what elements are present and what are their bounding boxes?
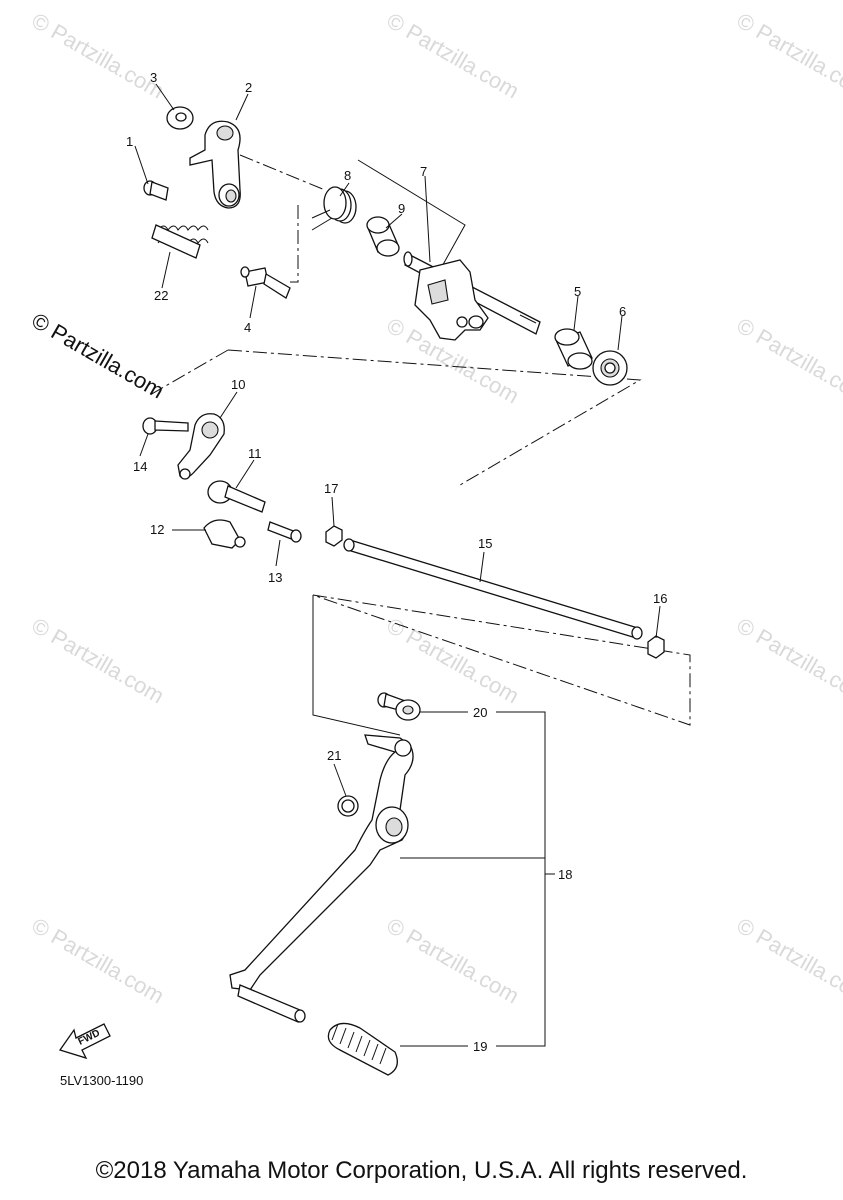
diagram-code: 5LV1300-1190 [60,1073,143,1088]
callout-6: 6 [619,304,626,319]
part-19-foot-rubber [327,1022,398,1076]
callout-3: 3 [150,70,157,85]
callout-9: 9 [398,201,405,216]
part-14-bolt [142,417,189,435]
watermark: © Partzilla.com [733,913,843,1009]
callout-4: 4 [244,320,251,335]
part-15-shift-rod [343,538,643,640]
part-12-cover [203,519,246,549]
watermark: © Partzilla.com [733,8,843,104]
callout-10: 10 [231,377,245,392]
callout-13: 13 [268,570,282,585]
callout-14: 14 [133,459,147,474]
part-3-washer [166,106,194,130]
callout-numbers: 1 2 3 4 5 6 7 8 9 10 11 12 13 14 15 16 1… [126,70,667,1054]
callout-11: 11 [248,446,262,461]
callout-19: 19 [473,1039,487,1054]
part-1-pin [143,180,169,201]
watermark: © Partzilla.com [383,8,524,104]
part-6-oil-seal [592,350,628,386]
callout-2: 2 [245,80,252,95]
part-2-shift-arm [189,120,241,209]
callout-8: 8 [344,168,351,183]
copyright-notice: ©2018 Yamaha Motor Corporation, U.S.A. A… [95,1157,748,1184]
callout-22: 22 [154,288,168,303]
part-5-collar [554,328,593,370]
watermark: © Partzilla.com [733,613,843,709]
callout-7: 7 [420,164,427,179]
part-22-spring [151,224,209,259]
part-9-collar [366,216,400,257]
part-4-stud-bolt [240,266,291,299]
watermark: © Partzilla.com [383,913,524,1009]
part-13-bolt [267,521,302,543]
part-16-nut [647,635,665,659]
part-17-nut [325,525,343,547]
leader-lines [134,83,661,1047]
fwd-arrow-icon: FWD [58,1023,111,1060]
part-10-shift-lever [177,413,225,480]
part-20-bolt [377,692,421,721]
watermark: © Partzilla.com [28,913,169,1009]
part-8-spring [311,186,357,231]
part-11-joint [207,480,266,513]
watermark: © Partzilla.com [28,8,169,104]
callout-18: 18 [558,867,572,882]
part-7-shift-shaft [403,251,541,341]
watermark-dark: © Partzilla.com [28,308,169,404]
part-21-o-ring [337,795,359,817]
callout-16: 16 [653,591,667,606]
callout-21: 21 [327,748,341,763]
callout-5: 5 [574,284,581,299]
callout-12: 12 [150,522,164,537]
assembly-lines [149,154,691,736]
callout-15: 15 [478,536,492,551]
watermark: © Partzilla.com [733,313,843,409]
callout-1: 1 [126,134,133,149]
part-18-shift-pedal [229,734,414,1023]
watermark: © Partzilla.com [28,613,169,709]
callout-20: 20 [473,705,487,720]
callout-17: 17 [324,481,338,496]
